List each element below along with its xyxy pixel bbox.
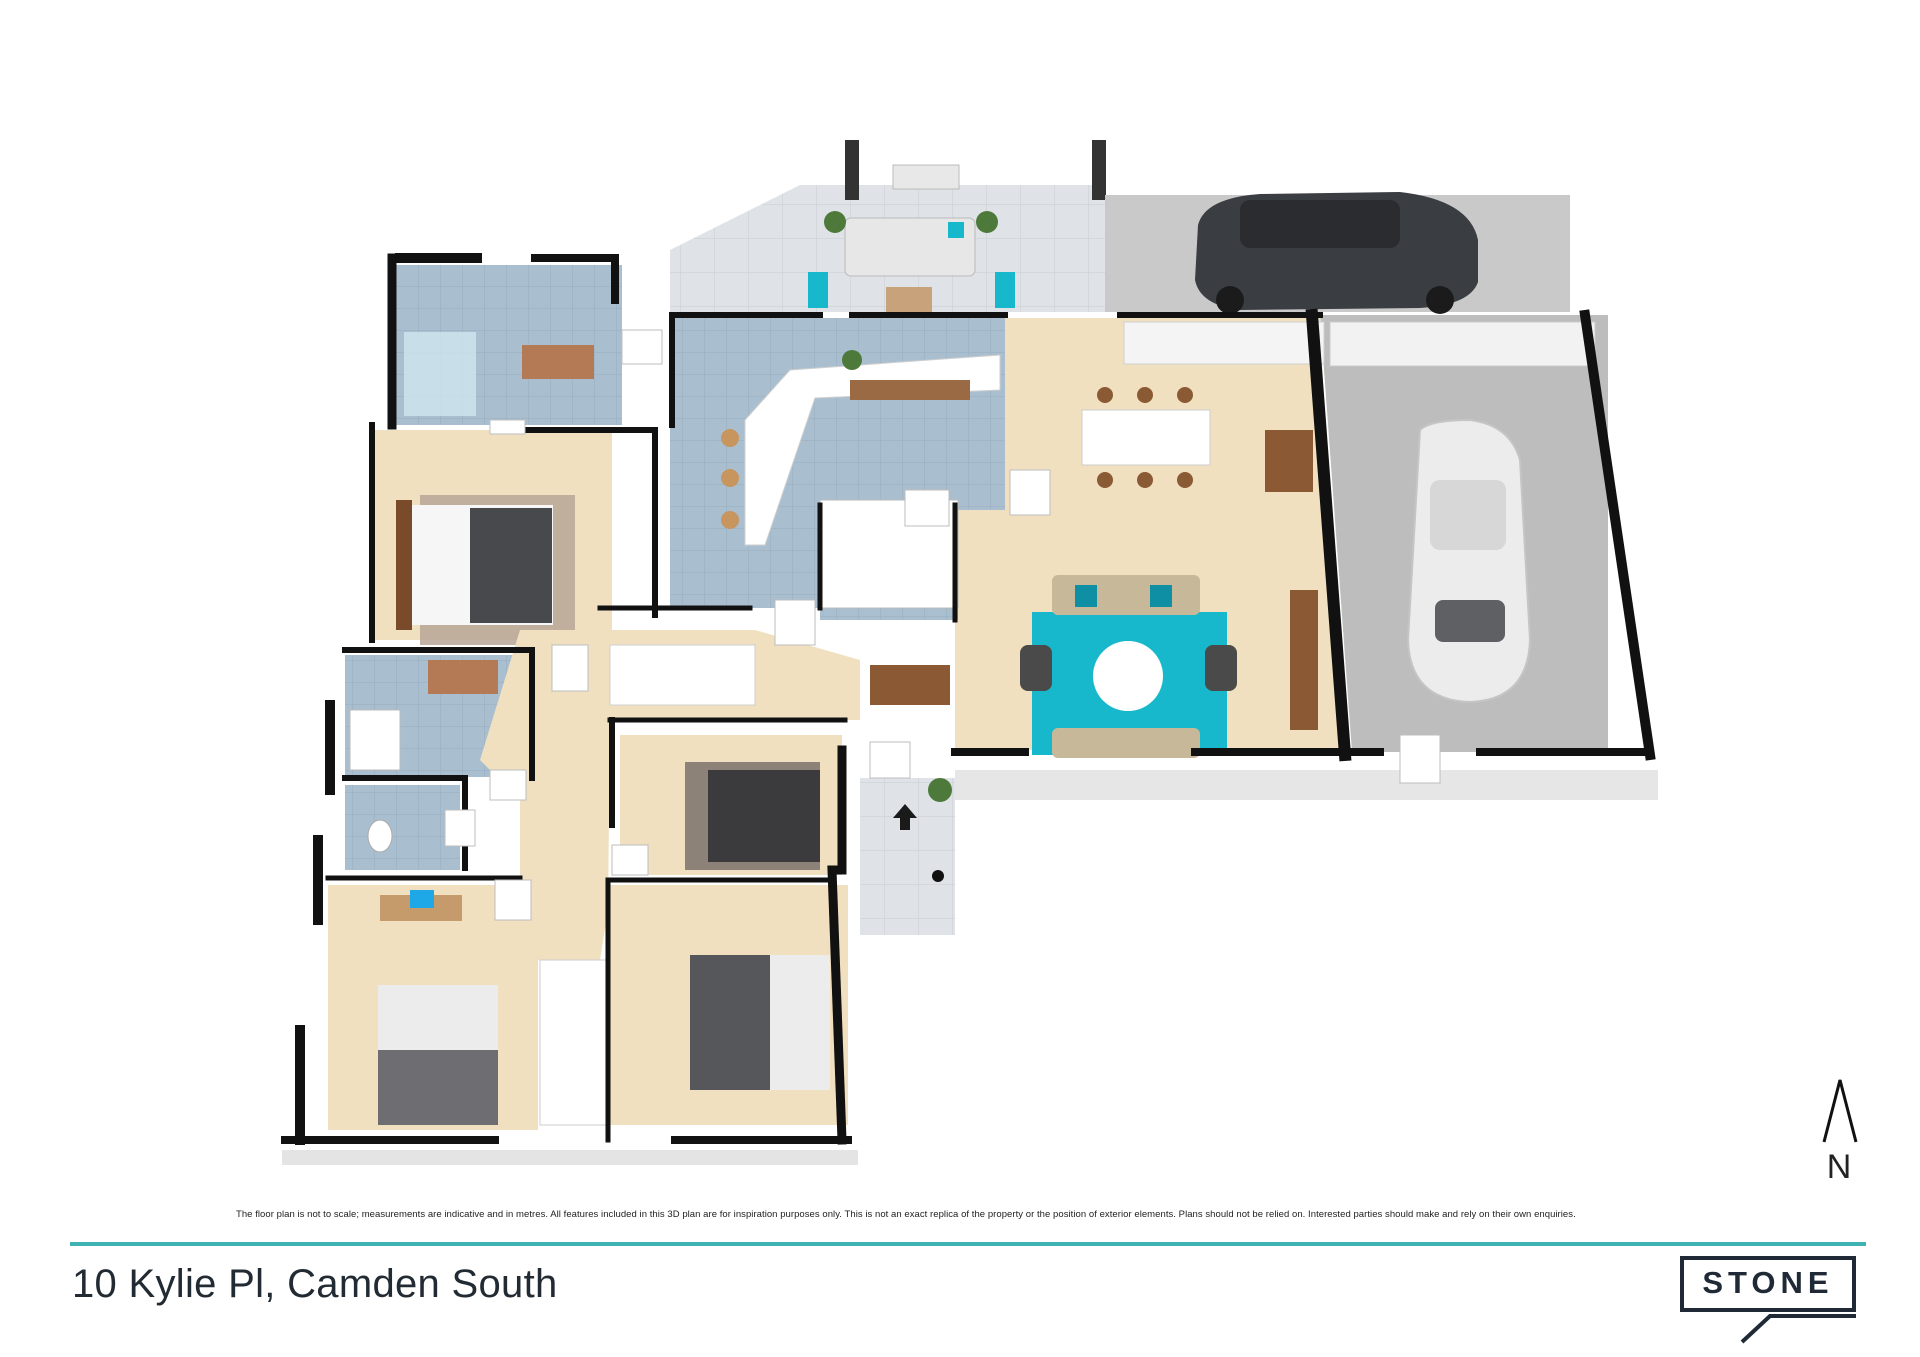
doors — [444, 329, 1441, 921]
north-label: N — [1826, 1148, 1852, 1186]
logo-text: STONE — [1702, 1265, 1834, 1300]
hallway — [480, 630, 950, 960]
car-icon — [1406, 418, 1532, 704]
bedroom-2 — [620, 735, 842, 875]
property-address: 10 Kylie Pl, Camden South — [72, 1262, 558, 1306]
wc — [345, 785, 460, 870]
driveway — [1105, 192, 1570, 314]
laundry-ensuite — [392, 265, 622, 425]
entry-porch — [860, 778, 955, 935]
car-icon — [1195, 192, 1478, 314]
brand-logo: STONE — [1680, 1256, 1870, 1346]
walls — [281, 253, 1656, 1145]
living-dining-area — [955, 318, 1340, 758]
logo-tail-icon — [1740, 1314, 1856, 1344]
garage — [1320, 315, 1608, 752]
bedroom-4 — [328, 885, 538, 1130]
logo-frame — [1680, 1256, 1856, 1312]
accent-divider — [70, 1242, 1866, 1246]
building-shadow — [282, 770, 1658, 1165]
bedroom-3 — [539, 885, 848, 1126]
patio — [670, 140, 1106, 313]
north-arrow-icon — [1822, 1079, 1858, 1143]
entry-arrow-icon — [893, 804, 917, 830]
disclaimer-text: The floor plan is not to scale; measurem… — [236, 1209, 1576, 1220]
master-bedroom — [372, 430, 612, 645]
